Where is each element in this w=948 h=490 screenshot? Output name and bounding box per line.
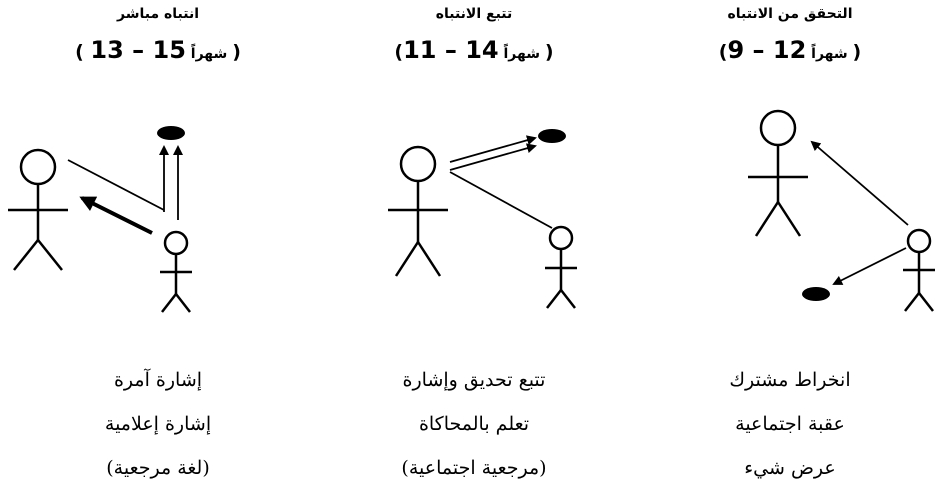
scene-following-attention xyxy=(316,90,632,330)
scene-drawing xyxy=(388,129,577,309)
child-figure-icon xyxy=(160,230,192,313)
panel-description: إشارة آمرة إشارة إعلامية (لغة مرجعية) xyxy=(0,358,316,490)
panel-title: التحقق من الانتباه xyxy=(727,6,853,22)
adult-figure-icon xyxy=(8,148,68,271)
adult-gaze-arrow xyxy=(449,135,537,163)
child-figure-icon xyxy=(903,228,935,312)
age-unit: شهراً xyxy=(806,46,853,62)
scene-directing-attention xyxy=(0,90,316,330)
desc-line-3: عرض شيء xyxy=(744,457,836,479)
age-unit: شهراً xyxy=(185,46,233,62)
object-icon xyxy=(538,129,566,143)
panel-following-attention: تتبع الانتباه (11 – 14 شهراً ) xyxy=(316,0,632,488)
age-range-value: 13 – 15 xyxy=(90,36,186,64)
panel-title: تتبع الانتباه xyxy=(435,6,513,22)
age-open-paren: ( xyxy=(394,41,404,63)
scene-drawing xyxy=(748,109,935,312)
desc-line-1: تتبع تحديق وإشارة xyxy=(402,369,546,391)
panel-description: تتبع تحديق وإشارة تعلم بالمحاكاة (مرجعية… xyxy=(316,358,632,490)
desc-line-1: إشارة آمرة xyxy=(113,369,203,391)
age-unit: شهراً xyxy=(498,46,545,62)
desc-line-2: إشارة إعلامية xyxy=(104,413,212,435)
desc-line-3: (مرجعية اجتماعية) xyxy=(401,457,547,479)
panel-directing-attention: انتباه مباشر ( 13 – 15 شهراً ) xyxy=(0,0,316,488)
scene-drawing xyxy=(8,126,192,313)
age-range-value: 9 – 12 xyxy=(727,36,807,64)
object-icon xyxy=(802,287,830,301)
desc-line-2: عقبة اجتماعية xyxy=(735,413,845,435)
age-open-paren: ( xyxy=(75,41,91,63)
child-to-adult-arrow xyxy=(79,196,153,235)
panel-age-range: (9 – 12 شهراً ) xyxy=(632,36,948,64)
desc-line-3: (لغة مرجعية) xyxy=(106,457,210,479)
panel-age-range: (11 – 14 شهراً ) xyxy=(316,36,632,64)
gaze-line xyxy=(67,159,165,211)
child-to-adult-arrow xyxy=(810,140,909,226)
adult-figure-icon xyxy=(748,109,808,237)
child-figure-icon xyxy=(545,225,577,309)
object-icon xyxy=(157,126,185,140)
adult-to-child-line xyxy=(449,171,553,229)
age-close-paren: ) xyxy=(544,41,554,63)
age-close-paren: ) xyxy=(852,41,862,63)
panel-checking-attention: التحقق من الانتباه (9 – 12 شهراً ) xyxy=(632,0,948,488)
child-gaze-arrow xyxy=(449,143,537,171)
age-open-paren: ( xyxy=(718,41,728,63)
age-close-paren: ) xyxy=(232,41,241,63)
panel-description: انخراط مشترك عقبة اجتماعية عرض شيء xyxy=(632,358,948,490)
child-to-object-arrow xyxy=(832,247,907,285)
age-range-value: 11 – 14 xyxy=(403,36,499,64)
desc-line-2: تعلم بالمحاكاة xyxy=(418,413,530,435)
panel-title: انتباه مباشر xyxy=(117,6,199,22)
desc-line-1: انخراط مشترك xyxy=(729,369,851,391)
adult-figure-icon xyxy=(388,145,448,277)
scene-checking-attention xyxy=(632,90,948,330)
panel-age-range: ( 13 – 15 شهراً ) xyxy=(0,36,316,64)
